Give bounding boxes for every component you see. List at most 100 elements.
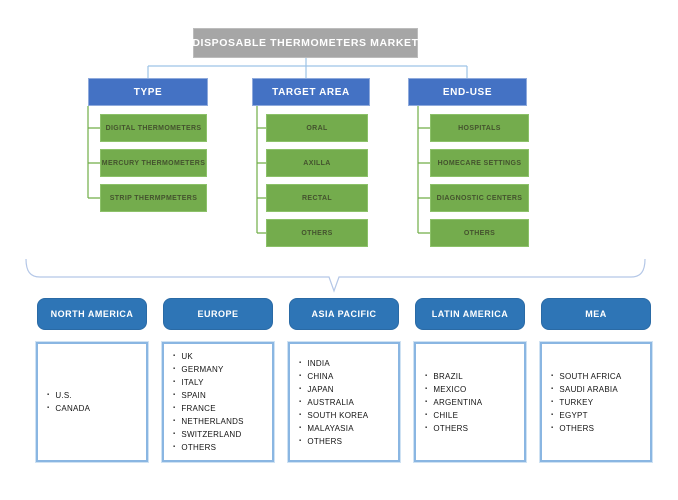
bullet-icon: ▪ (299, 424, 302, 431)
country-label: ITALY (181, 378, 204, 387)
country-item: ▪ EGYPT (551, 409, 648, 422)
country-item: ▪ JAPAN (299, 383, 396, 396)
bullet-icon: ▪ (425, 398, 428, 405)
country-item: ▪ ARGENTINA (425, 396, 522, 409)
country-item: ▪ CHINA (299, 370, 396, 383)
country-label: UK (181, 352, 194, 361)
country-label: NETHERLANDS (181, 417, 244, 426)
bullet-icon: ▪ (173, 366, 176, 372)
country-item: ▪OTHERS (173, 441, 270, 454)
segment-item: OTHERS (266, 219, 368, 247)
country-item: ▪NETHERLANDS (173, 415, 270, 428)
country-item: ▪ SPAIN (173, 389, 270, 402)
bullet-icon: ▪ (551, 385, 554, 392)
country-item: ▪ GERMANY (173, 363, 270, 376)
country-item: ▪ OTHERS (299, 435, 396, 448)
country-item: ▪ ITALY (173, 376, 270, 389)
bullet-icon: ▪ (425, 385, 428, 392)
bullet-icon: ▪ (425, 411, 428, 418)
segment-item: OTHERS (430, 219, 529, 247)
segment-header-type: TYPE (88, 78, 208, 106)
country-label: MALAYASIA (307, 423, 354, 433)
country-label: SOUTH AFRICA (559, 371, 622, 381)
segment-item: HOSPITALS (430, 114, 529, 142)
country-label: OTHERS (559, 423, 595, 433)
country-item: ▪ U.S. (47, 389, 144, 402)
country-label: OTHERS (307, 436, 343, 446)
region-header-europe: EUROPE (163, 298, 273, 330)
country-label: AUSTRALIA (307, 397, 355, 407)
region-header-mea: MEA (541, 298, 651, 330)
bullet-icon: ▪ (551, 411, 554, 418)
bullet-icon: ▪ (173, 379, 176, 385)
segment-item: MERCURY THERMOMETERS (100, 149, 207, 177)
segment-item: HOMECARE SETTINGS (430, 149, 529, 177)
country-label: JAPAN (307, 384, 334, 394)
country-item: ▪ SOUTH KOREA (299, 409, 396, 422)
country-item: ▪ SWITZERLAND (173, 428, 270, 441)
region-country-list: ▪SOUTH AFRICA▪SAUDI ARABIA▪TURKEY▪EGYPT▪… (540, 342, 652, 462)
bullet-icon: ▪ (47, 392, 50, 398)
segment-header-end-use: END-USE (408, 78, 527, 106)
country-item: ▪ INDIA (299, 357, 396, 370)
region-country-list: ▪ BRAZIL ▪ MEXICO ▪ ARGENTINA ▪ CHILE ▪ OTHERS (414, 342, 526, 462)
country-item: ▪ UK (173, 350, 270, 363)
country-label: SAUDI ARABIA (559, 384, 618, 394)
bullet-icon: ▪ (173, 353, 176, 359)
country-item: ▪FRANCE (173, 402, 270, 415)
bullet-icon: ▪ (299, 437, 302, 444)
country-label: CHINA (307, 371, 334, 381)
country-label: OTHERS (433, 423, 469, 433)
country-label: SWITZERLAND (181, 430, 242, 439)
segment-item: DIGITAL THERMOMETERS (100, 114, 207, 142)
country-item: ▪ MALAYASIA (299, 422, 396, 435)
segment-item: AXILLA (266, 149, 368, 177)
country-label: SPAIN (181, 391, 207, 400)
bullet-icon: ▪ (425, 424, 428, 431)
bullet-icon: ▪ (299, 398, 302, 405)
country-label: MEXICO (433, 384, 467, 394)
country-label: TURKEY (559, 397, 594, 407)
country-label: GERMANY (181, 365, 224, 374)
region-country-list: ▪UK▪GERMANY▪ITALY▪SPAIN▪FRANCE▪NETHERLAN… (162, 342, 274, 462)
segment-item: ORAL (266, 114, 368, 142)
segment-item: DIAGNOSTIC CENTERS (430, 184, 529, 212)
country-item: ▪ SAUDI ARABIA (551, 383, 648, 396)
segment-item: RECTAL (266, 184, 368, 212)
bullet-icon: ▪ (299, 411, 302, 418)
country-item: ▪ BRAZIL (425, 370, 522, 383)
country-item: ▪ OTHERS (425, 422, 522, 435)
region-country-list: ▪U.S.▪CANADA (36, 342, 148, 462)
country-label: BRAZIL (433, 371, 463, 381)
country-item: ▪ SOUTH AFRICA (551, 370, 648, 383)
country-label: U.S. (55, 391, 72, 400)
country-item: ▪ CHILE (425, 409, 522, 422)
bullet-icon: ▪ (551, 424, 554, 431)
country-label: EGYPT (559, 410, 588, 420)
country-label: FRANCE (181, 404, 216, 413)
diagram-title: DISPOSABLE THERMOMETERS MARKET (192, 28, 418, 58)
country-item: ▪ OTHERS (551, 422, 648, 435)
country-label: INDIA (307, 358, 330, 368)
country-item: ▪ AUSTRALIA (299, 396, 396, 409)
region-country-list: ▪ INDIA ▪ CHINA ▪ JAPAN ▪ AUSTRALIA ▪ SOUTH KOREA… (288, 342, 400, 462)
country-label: SOUTH KOREA (307, 410, 369, 420)
country-label: ARGENTINA (433, 397, 483, 407)
bullet-icon: ▪ (173, 392, 176, 398)
bullet-icon: ▪ (299, 359, 302, 366)
country-item: ▪ MEXICO (425, 383, 522, 396)
region-header-asia-pacific: ASIA PACIFIC (289, 298, 399, 330)
country-label: CHILE (433, 410, 459, 420)
country-item: ▪TURKEY (551, 396, 648, 409)
bullet-icon: ▪ (299, 372, 302, 379)
region-header-latin-america: LATIN AMERICA (415, 298, 525, 330)
bullet-icon: ▪ (425, 372, 428, 379)
bullet-icon: ▪ (173, 431, 176, 437)
segment-item: STRIP THERMPMETERS (100, 184, 207, 212)
bullet-icon: ▪ (551, 372, 554, 379)
bullet-icon: ▪ (299, 385, 302, 392)
bullet-icon: ▪ (173, 444, 176, 450)
bullet-icon: ▪ (47, 405, 50, 411)
